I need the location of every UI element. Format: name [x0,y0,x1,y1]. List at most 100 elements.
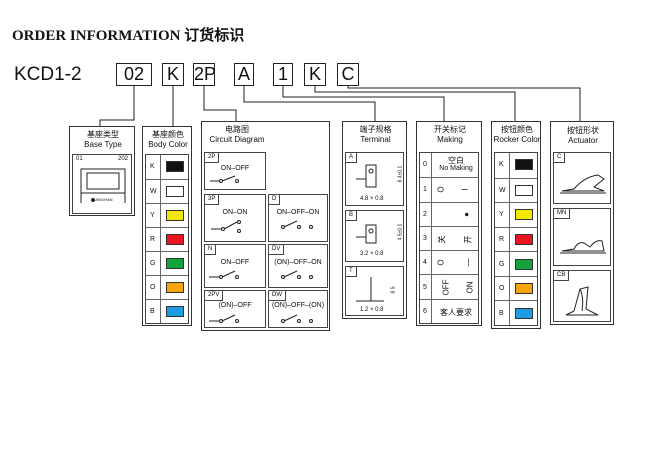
circuit-title-en: Circuit Diagram [209,135,265,144]
color-swatch [515,258,533,270]
circuit-panel: 电路图 Circuit Diagram 2P ON–OFF 3P ON–ON D… [201,121,330,331]
circuit-item: DV (ON)–OFF–ON [268,244,328,288]
circuit-item: 2P ON–OFF [204,152,266,190]
color-row: B [495,300,537,326]
color-swatch [166,282,184,293]
actuator-code: CB [554,271,570,281]
circuit-item: DW (ON)–OFF–(ON) [268,290,328,328]
switch-symbol [281,220,313,229]
color-row: Y [495,202,537,228]
marking-symbol-right: I [460,188,470,192]
terminal-dim: 1.2 × 0.8 [360,307,384,313]
terminal-height: 6.4±0.1 [397,165,404,183]
switch-symbol [210,175,239,183]
color-swatch [515,159,533,171]
code-segment-terminal: A [234,63,254,86]
code-segment-circuit: 2P [193,63,217,86]
brand-logo: JINGHAN [95,197,113,202]
marking-symbol-right: ON [465,281,475,294]
rocker-color-title-cn: 按钮颜色 [501,125,533,134]
base-type-title-cn: 基座类型 [87,130,119,139]
code-segment-rocker-color: K [304,63,326,86]
circuit-label: ON–ON [222,209,248,216]
marking-code: 5 [423,283,427,291]
code-segment-base: 02 [116,63,152,86]
rocker-color-title-en: Rocker Color [493,135,541,144]
color-swatch [166,161,184,172]
color-code: B [499,309,504,317]
circuit-code: N [205,245,217,255]
color-swatch [166,258,184,269]
terminal-item: T 8.5 1.2 × 0.8 [345,266,404,316]
color-code: O [499,285,505,293]
color-row: G [495,251,537,277]
base-housing-drawing [80,168,126,203]
terminal-drawing [356,277,384,302]
actuator-code: C [554,153,566,163]
color-code: G [499,260,505,268]
terminal-code: A [346,153,358,163]
marking-text: 客人要求 [440,307,472,317]
circuit-item: 3P ON–ON [204,194,266,242]
terminal-title-cn: 端子规格 [359,125,392,134]
color-row: K [146,155,188,179]
circuit-label: (ON)–OFF [218,302,252,309]
marking-title-en: Making [437,135,463,144]
actuator-title-cn: 按钮形状 [567,126,599,135]
base-type-part: 202 [117,156,128,162]
color-code: G [150,260,156,267]
color-row: R [495,226,537,253]
terminal-drawing [356,164,377,188]
marking-code: 2 [423,210,427,218]
circuit-label: ON–OFF–ON [276,209,320,216]
switch-symbol [209,314,239,323]
circuit-code: DV [269,245,285,255]
rocker-curved-drawing [560,174,606,194]
circuit-code: D [269,195,281,205]
base-type-panel: 基座类型 Base Type 01 202 JINGHAN [69,126,135,216]
marking-symbol-right: 开 [463,235,473,244]
actuator-item: C [553,152,611,204]
circuit-label: (ON)–OFF–(ON) [271,302,325,309]
terminal-title-en: Terminal [360,135,391,144]
terminal-drawing [356,224,377,244]
color-code: R [499,235,505,243]
terminal-code: T [346,267,357,277]
column-divider [431,153,432,323]
color-swatch [515,307,533,319]
code-prefix: KCD1-2 [14,64,82,85]
actuator-item: CB [553,270,611,322]
switch-symbol [281,270,313,279]
color-swatch [515,233,533,245]
color-code: O [150,284,156,291]
marking-code: 6 [423,307,427,315]
base-type-code: 01 [76,156,83,162]
color-row: B [146,299,188,324]
base-type-item: 01 202 JINGHAN [72,154,132,214]
color-swatch [515,209,533,221]
circuit-label: ON–OFF [220,259,250,266]
color-code: K [150,163,155,170]
circuit-item: 2PV (ON)–OFF [204,290,266,328]
color-code: K [499,161,504,169]
body-color-title-cn: 基座颜色 [152,130,184,139]
color-row: Y [146,203,188,228]
actuator-panel: 按钮形状 Actuator C MN CB [550,121,614,325]
color-code: Y [150,212,155,219]
color-swatch [515,283,533,295]
circuit-code: 3P [205,195,220,205]
terminal-dim: 3.2 × 0.8 [360,251,384,257]
marking-row: 2● [420,201,478,227]
circuit-code: DW [269,291,286,301]
marking-symbol-left: O [436,186,446,194]
